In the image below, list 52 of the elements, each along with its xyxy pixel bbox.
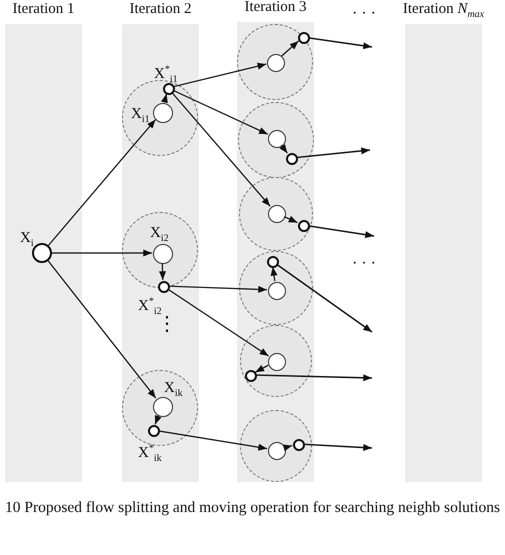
arrow — [296, 147, 370, 158]
arrow — [168, 288, 269, 356]
arrow — [173, 90, 268, 135]
column-heading: Iteration 1 — [11, 1, 76, 18]
solution-circle — [267, 54, 285, 72]
arrow — [154, 414, 162, 425]
arrow — [168, 286, 268, 293]
arrow — [270, 266, 278, 282]
column-heading: Iteration N$_{max}$ — [402, 1, 486, 20]
solution-label: X$_{i2}$ — [150, 226, 169, 244]
ellipsis-dots: · · · — [352, 8, 376, 20]
column-heading: Iteration 2 — [128, 1, 193, 18]
solution-circle — [268, 282, 286, 300]
best-solution-circle — [245, 370, 257, 382]
neighborhood-circle — [240, 410, 312, 482]
best-solution-circle — [293, 439, 305, 451]
arrow — [48, 119, 156, 246]
arrow — [308, 37, 372, 50]
arrow — [174, 62, 266, 88]
solution-circle — [268, 353, 286, 371]
solution-circle — [268, 205, 286, 223]
solution-circle — [268, 130, 286, 148]
arrow — [308, 225, 374, 238]
arrow — [281, 40, 299, 56]
arrow — [276, 264, 372, 333]
arrow — [282, 444, 292, 452]
arrow — [171, 92, 271, 207]
best-solution-circle — [298, 220, 310, 232]
column-heading: Iteration 3 — [243, 0, 308, 16]
arrow — [304, 444, 372, 452]
arrow — [52, 250, 152, 256]
arrow — [279, 144, 288, 154]
ellipsis-dots: · · · — [352, 258, 376, 270]
solution-label: X$_{i}$ — [20, 231, 34, 249]
best-solution-circle — [286, 153, 298, 165]
arrow — [161, 94, 168, 104]
arrow — [158, 430, 268, 451]
neighborhood-circle — [237, 24, 313, 100]
solution-label: X$_{ik}$ — [164, 381, 183, 399]
best-solution-circle — [267, 256, 279, 268]
arrow — [284, 216, 298, 224]
neighborhood-circle — [239, 177, 313, 251]
arrow — [256, 374, 372, 382]
ellipsis-dots: ⋮ — [157, 318, 177, 331]
best-solution-circle — [298, 32, 310, 44]
solution-circle — [268, 442, 286, 460]
arrow — [159, 262, 166, 280]
solution-label: X$_{i1}$ — [131, 107, 150, 125]
caption: 10 Proposed flow splitting and moving operation for searching neighb solutions — [4, 498, 502, 518]
arrow — [48, 260, 156, 398]
neighborhood-circle — [238, 102, 314, 178]
arrow — [255, 364, 268, 373]
